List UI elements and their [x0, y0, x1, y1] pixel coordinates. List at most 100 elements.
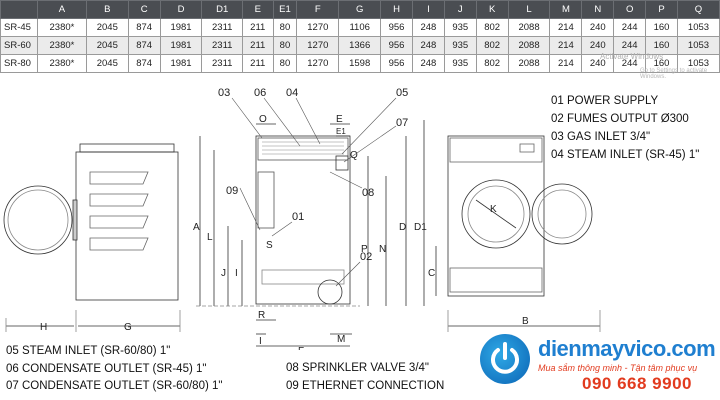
dimension-cell: 214: [549, 18, 583, 37]
brand-tagline: Mua sắm thông minh - Tận tâm phục vụ: [538, 363, 698, 373]
side-top: [79, 143, 175, 153]
col-header: J: [443, 0, 477, 19]
col-header: I: [411, 0, 445, 19]
col-header: M: [549, 0, 583, 19]
dimension-cell: 956: [380, 18, 413, 37]
dim-k: K: [490, 204, 497, 215]
dimension-cell: 802: [475, 18, 509, 37]
dimension-cell: 80: [272, 54, 298, 73]
callout-03: 03: [218, 87, 230, 99]
dimension-cell: 2311: [201, 36, 243, 55]
dimension-cell: 956: [380, 54, 413, 73]
rear-body: [255, 135, 351, 305]
col-header: O: [613, 0, 647, 19]
dimension-cell: 248: [411, 18, 445, 37]
dimension-cell: 214: [549, 54, 583, 73]
legend-item: 08 SPRINKLER VALVE 3/4": [286, 362, 430, 374]
dim-e1: E1: [336, 127, 346, 136]
col-header: G: [338, 0, 382, 19]
dim-q: Q: [350, 150, 358, 161]
dimension-cell: 874: [127, 36, 161, 55]
col-header: H: [380, 0, 413, 19]
col-header: E: [241, 0, 274, 19]
os-watermark: Activate Windows: [600, 52, 664, 61]
dim-m: M: [337, 334, 345, 345]
dimension-cell: 160: [645, 18, 678, 37]
diameter-line: [475, 199, 517, 229]
dim-a: A: [193, 222, 200, 233]
dim-d: D: [399, 222, 406, 233]
callout-09: 09: [226, 185, 238, 197]
callout-08: 08: [362, 187, 374, 199]
dim-b: B: [522, 316, 529, 327]
dimension-cell: 244: [613, 54, 647, 73]
dimension-cell: 802: [475, 54, 509, 73]
dimension-cell: 211: [241, 36, 274, 55]
dimension-cell: 80: [272, 18, 298, 37]
dim-i-vert: I: [235, 268, 238, 279]
dim-o: O: [259, 114, 267, 125]
dimension-cell: 2088: [507, 54, 551, 73]
front-body: [447, 135, 545, 297]
dim-d1: D1: [414, 222, 427, 233]
legend-item: 05 STEAM INLET (SR-60/80) 1": [6, 345, 171, 357]
dim-p: P: [361, 244, 368, 255]
model-cell: SR-80: [0, 54, 38, 73]
model-cell: SR-45: [0, 18, 38, 37]
callout-06: 06: [254, 87, 266, 99]
drum-rim: [467, 185, 525, 243]
dimension-cell: 1053: [676, 54, 720, 73]
dimension-cell: 248: [411, 36, 445, 55]
callout-04: 04: [286, 87, 298, 99]
fumes-outlet: [317, 279, 343, 305]
dimension-cell: 2045: [85, 36, 129, 55]
col-header: N: [581, 0, 615, 19]
col-header: D1: [201, 0, 243, 19]
col-header: A: [37, 0, 87, 19]
callout-05: 05: [396, 87, 408, 99]
dimension-cell: 244: [613, 18, 647, 37]
dimension-cell: 2311: [201, 18, 243, 37]
dimension-cell: 214: [549, 36, 583, 55]
dimension-cell: 2380*: [37, 36, 87, 55]
dim-c: C: [428, 268, 435, 279]
dim-f: F: [298, 346, 304, 350]
col-header: D: [159, 0, 203, 19]
legend-item: 09 ETHERNET CONNECTION: [286, 379, 445, 392]
hinge: [72, 199, 78, 241]
callout-02: 02: [360, 251, 372, 263]
technical-drawing: H G A L J: [3, 87, 601, 350]
dim-g: G: [124, 322, 132, 333]
col-header: Q: [676, 0, 720, 19]
dimension-cell: 874: [127, 18, 161, 37]
dimension-cell: 874: [127, 54, 161, 73]
dimension-cell: 2088: [507, 36, 551, 55]
os-watermark-sub: Go to Settings to activate Windows.: [640, 68, 708, 80]
dimension-cell: 802: [475, 36, 509, 55]
col-header: P: [645, 0, 678, 19]
col-header: [0, 0, 38, 19]
dimension-cell: 1270: [296, 18, 340, 37]
dimension-cell: 1106: [338, 18, 382, 37]
legend-item: 06 CONDENSATE OUTLET (SR-45) 1": [6, 362, 207, 375]
dimension-cell: 2311: [201, 54, 243, 73]
door-glass: [7, 189, 69, 251]
dimension-cell: 1053: [676, 36, 720, 55]
dim-e: E: [336, 114, 343, 125]
legend-item: 02 FUMES OUTPUT Ø300: [551, 113, 689, 125]
front-door: [531, 183, 593, 245]
dimension-cell: 1270: [296, 54, 340, 73]
dim-j: J: [221, 268, 226, 279]
legend-right: 01 POWER SUPPLY 02 FUMES OUTPUT Ø300 03 …: [551, 92, 699, 164]
dimension-cell: 2045: [85, 18, 129, 37]
dimension-cell: 248: [411, 54, 445, 73]
dimension-cell: 2045: [85, 54, 129, 73]
brand-block[interactable]: dienmayvico.com Mua sắm thông minh - Tận…: [480, 330, 720, 400]
steam-connection: [335, 155, 349, 171]
dim-n: N: [379, 244, 386, 255]
dimension-cell: 1598: [338, 54, 382, 73]
lint-panel: [449, 267, 543, 293]
legend-item: 04 STEAM INLET (SR-45) 1": [551, 149, 700, 161]
brand-phone[interactable]: 090 668 9900: [582, 374, 692, 393]
